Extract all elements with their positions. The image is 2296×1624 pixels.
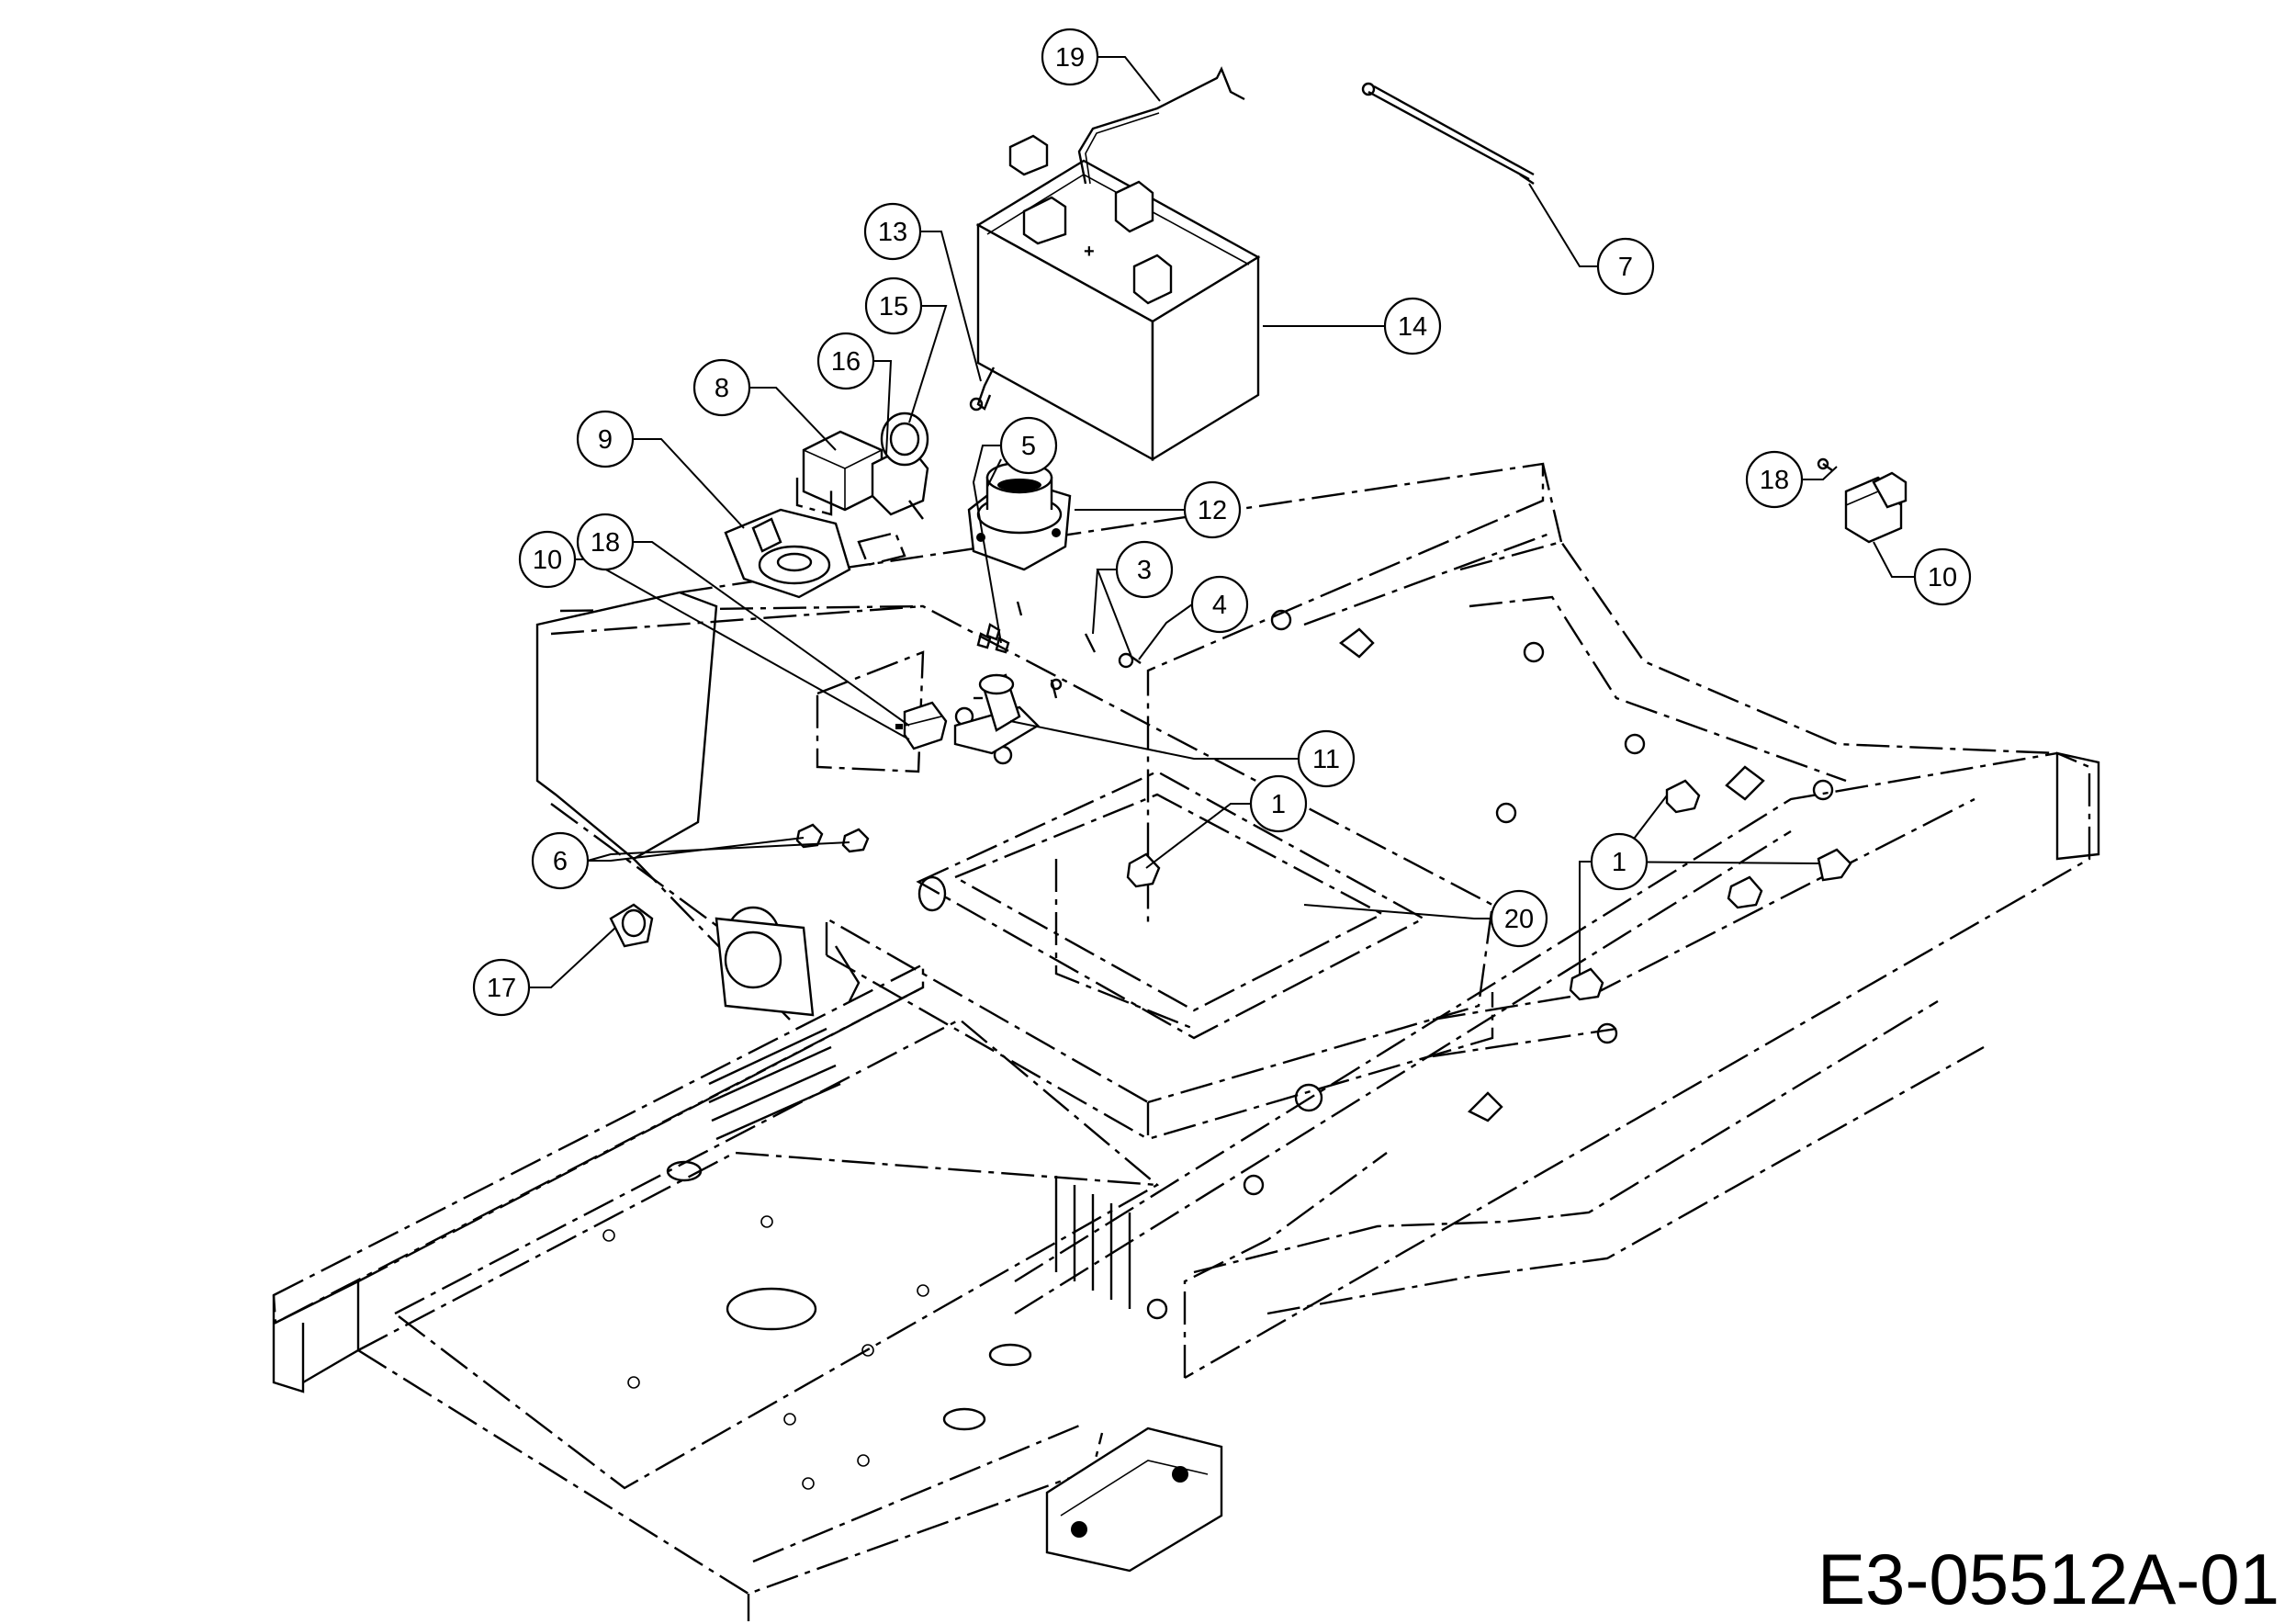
cable-13 — [969, 367, 996, 412]
leader-lines — [529, 56, 1915, 988]
callout-12: 12 — [1183, 480, 1242, 539]
frame-fasteners — [954, 609, 1834, 1320]
svg-text:11: 11 — [1312, 745, 1340, 774]
svg-text:5: 5 — [1021, 432, 1036, 461]
svg-text:7: 7 — [1618, 253, 1633, 282]
svg-text:6: 6 — [553, 847, 568, 876]
callout-10: 10 — [518, 530, 577, 589]
svg-text:17: 17 — [487, 974, 516, 1003]
callout-7: 7 — [1596, 237, 1655, 296]
callout-18: 18 — [576, 513, 635, 571]
svg-text:+: + — [1084, 242, 1095, 262]
fasteners-3-4-5 — [976, 601, 1142, 699]
svg-text:8: 8 — [715, 374, 729, 403]
svg-text:18: 18 — [1760, 466, 1789, 495]
callout-4: 4 — [1190, 575, 1249, 634]
deck-holes — [602, 875, 1032, 1490]
svg-text:12: 12 — [1198, 496, 1227, 525]
svg-text:3: 3 — [1137, 556, 1152, 585]
plate-9 — [724, 508, 851, 599]
svg-text:13: 13 — [878, 218, 907, 247]
switch-10-18-right — [1817, 457, 1908, 544]
svg-text:10: 10 — [533, 546, 562, 575]
relay-8 — [802, 430, 884, 512]
svg-text:15: 15 — [879, 292, 908, 321]
caster-17 — [609, 903, 654, 948]
switch-10-18-left — [895, 701, 948, 750]
callout-17: 17 — [472, 958, 531, 1017]
callout-6: 6 — [531, 831, 590, 890]
callout-8: 8 — [692, 358, 751, 417]
callout-13: 13 — [863, 202, 922, 261]
callout-15: 15 — [864, 276, 923, 335]
nuts-6 — [795, 823, 870, 853]
callout-16: 16 — [816, 332, 875, 390]
callout-3: 3 — [1115, 540, 1174, 599]
callout-10: 10 — [1913, 547, 1972, 606]
bracket-11 — [953, 673, 1040, 755]
callout-11: 11 — [1297, 729, 1356, 788]
solenoid-12 — [967, 461, 1072, 571]
callout-19: 19 — [1041, 28, 1099, 86]
cable-19 — [1077, 66, 1245, 185]
callout-5: 5 — [999, 416, 1058, 475]
deck-vents — [708, 1027, 1131, 1309]
battery: + — [975, 134, 1261, 462]
ignition-switch-15-16 — [871, 412, 929, 520]
rod-7 — [1361, 82, 1535, 185]
callout-1: 1 — [1249, 774, 1308, 833]
callouts: 19 7 13 14 15 16 8 9 5 12 18 10 18 10 3 … — [472, 28, 1972, 1017]
svg-text:9: 9 — [598, 425, 613, 455]
svg-text:1: 1 — [1612, 848, 1626, 877]
svg-text:20: 20 — [1504, 905, 1534, 934]
mower-frame — [272, 462, 2100, 1621]
callout-9: 9 — [576, 410, 635, 468]
fasteners-1 — [1126, 779, 1852, 1001]
callout-18: 18 — [1745, 450, 1804, 509]
svg-text:1: 1 — [1271, 790, 1286, 819]
callout-1: 1 — [1590, 832, 1649, 891]
svg-text:4: 4 — [1212, 591, 1227, 620]
drawing-code: E3-05512A-01 — [1817, 1539, 2279, 1619]
svg-text:18: 18 — [591, 528, 620, 558]
svg-text:16: 16 — [831, 347, 861, 377]
callout-14: 14 — [1383, 297, 1442, 355]
callout-20: 20 — [1490, 889, 1548, 948]
svg-text:14: 14 — [1398, 312, 1427, 342]
svg-text:10: 10 — [1928, 563, 1957, 592]
svg-text:19: 19 — [1055, 43, 1085, 73]
